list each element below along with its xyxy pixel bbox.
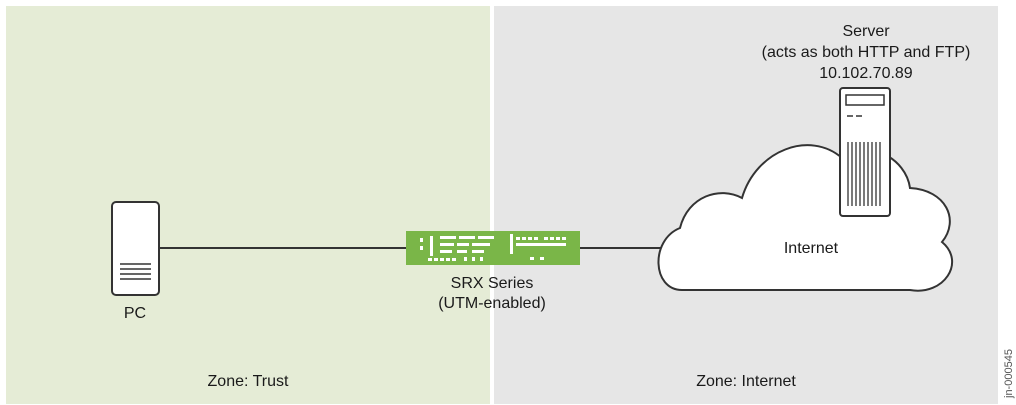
figure-id: jn-000545	[1003, 349, 1015, 399]
server-label-role: (acts as both HTTP and FTP)	[762, 44, 971, 61]
server-icon	[839, 87, 891, 217]
srx-label-title: SRX Series	[451, 275, 534, 292]
server-label-title: Server	[842, 23, 890, 40]
zone-internet-label: Zone: Internet	[696, 373, 796, 390]
srx-device-icon	[406, 231, 580, 265]
zone-trust-background	[6, 6, 490, 404]
pc-label: PC	[124, 305, 146, 322]
zone-trust-label: Zone: Trust	[208, 373, 289, 390]
pc-icon	[111, 201, 160, 296]
server-label-ip: 10.102.70.89	[819, 65, 913, 82]
internet-label: Internet	[784, 240, 839, 257]
srx-label-subtitle: (UTM-enabled)	[438, 295, 546, 312]
